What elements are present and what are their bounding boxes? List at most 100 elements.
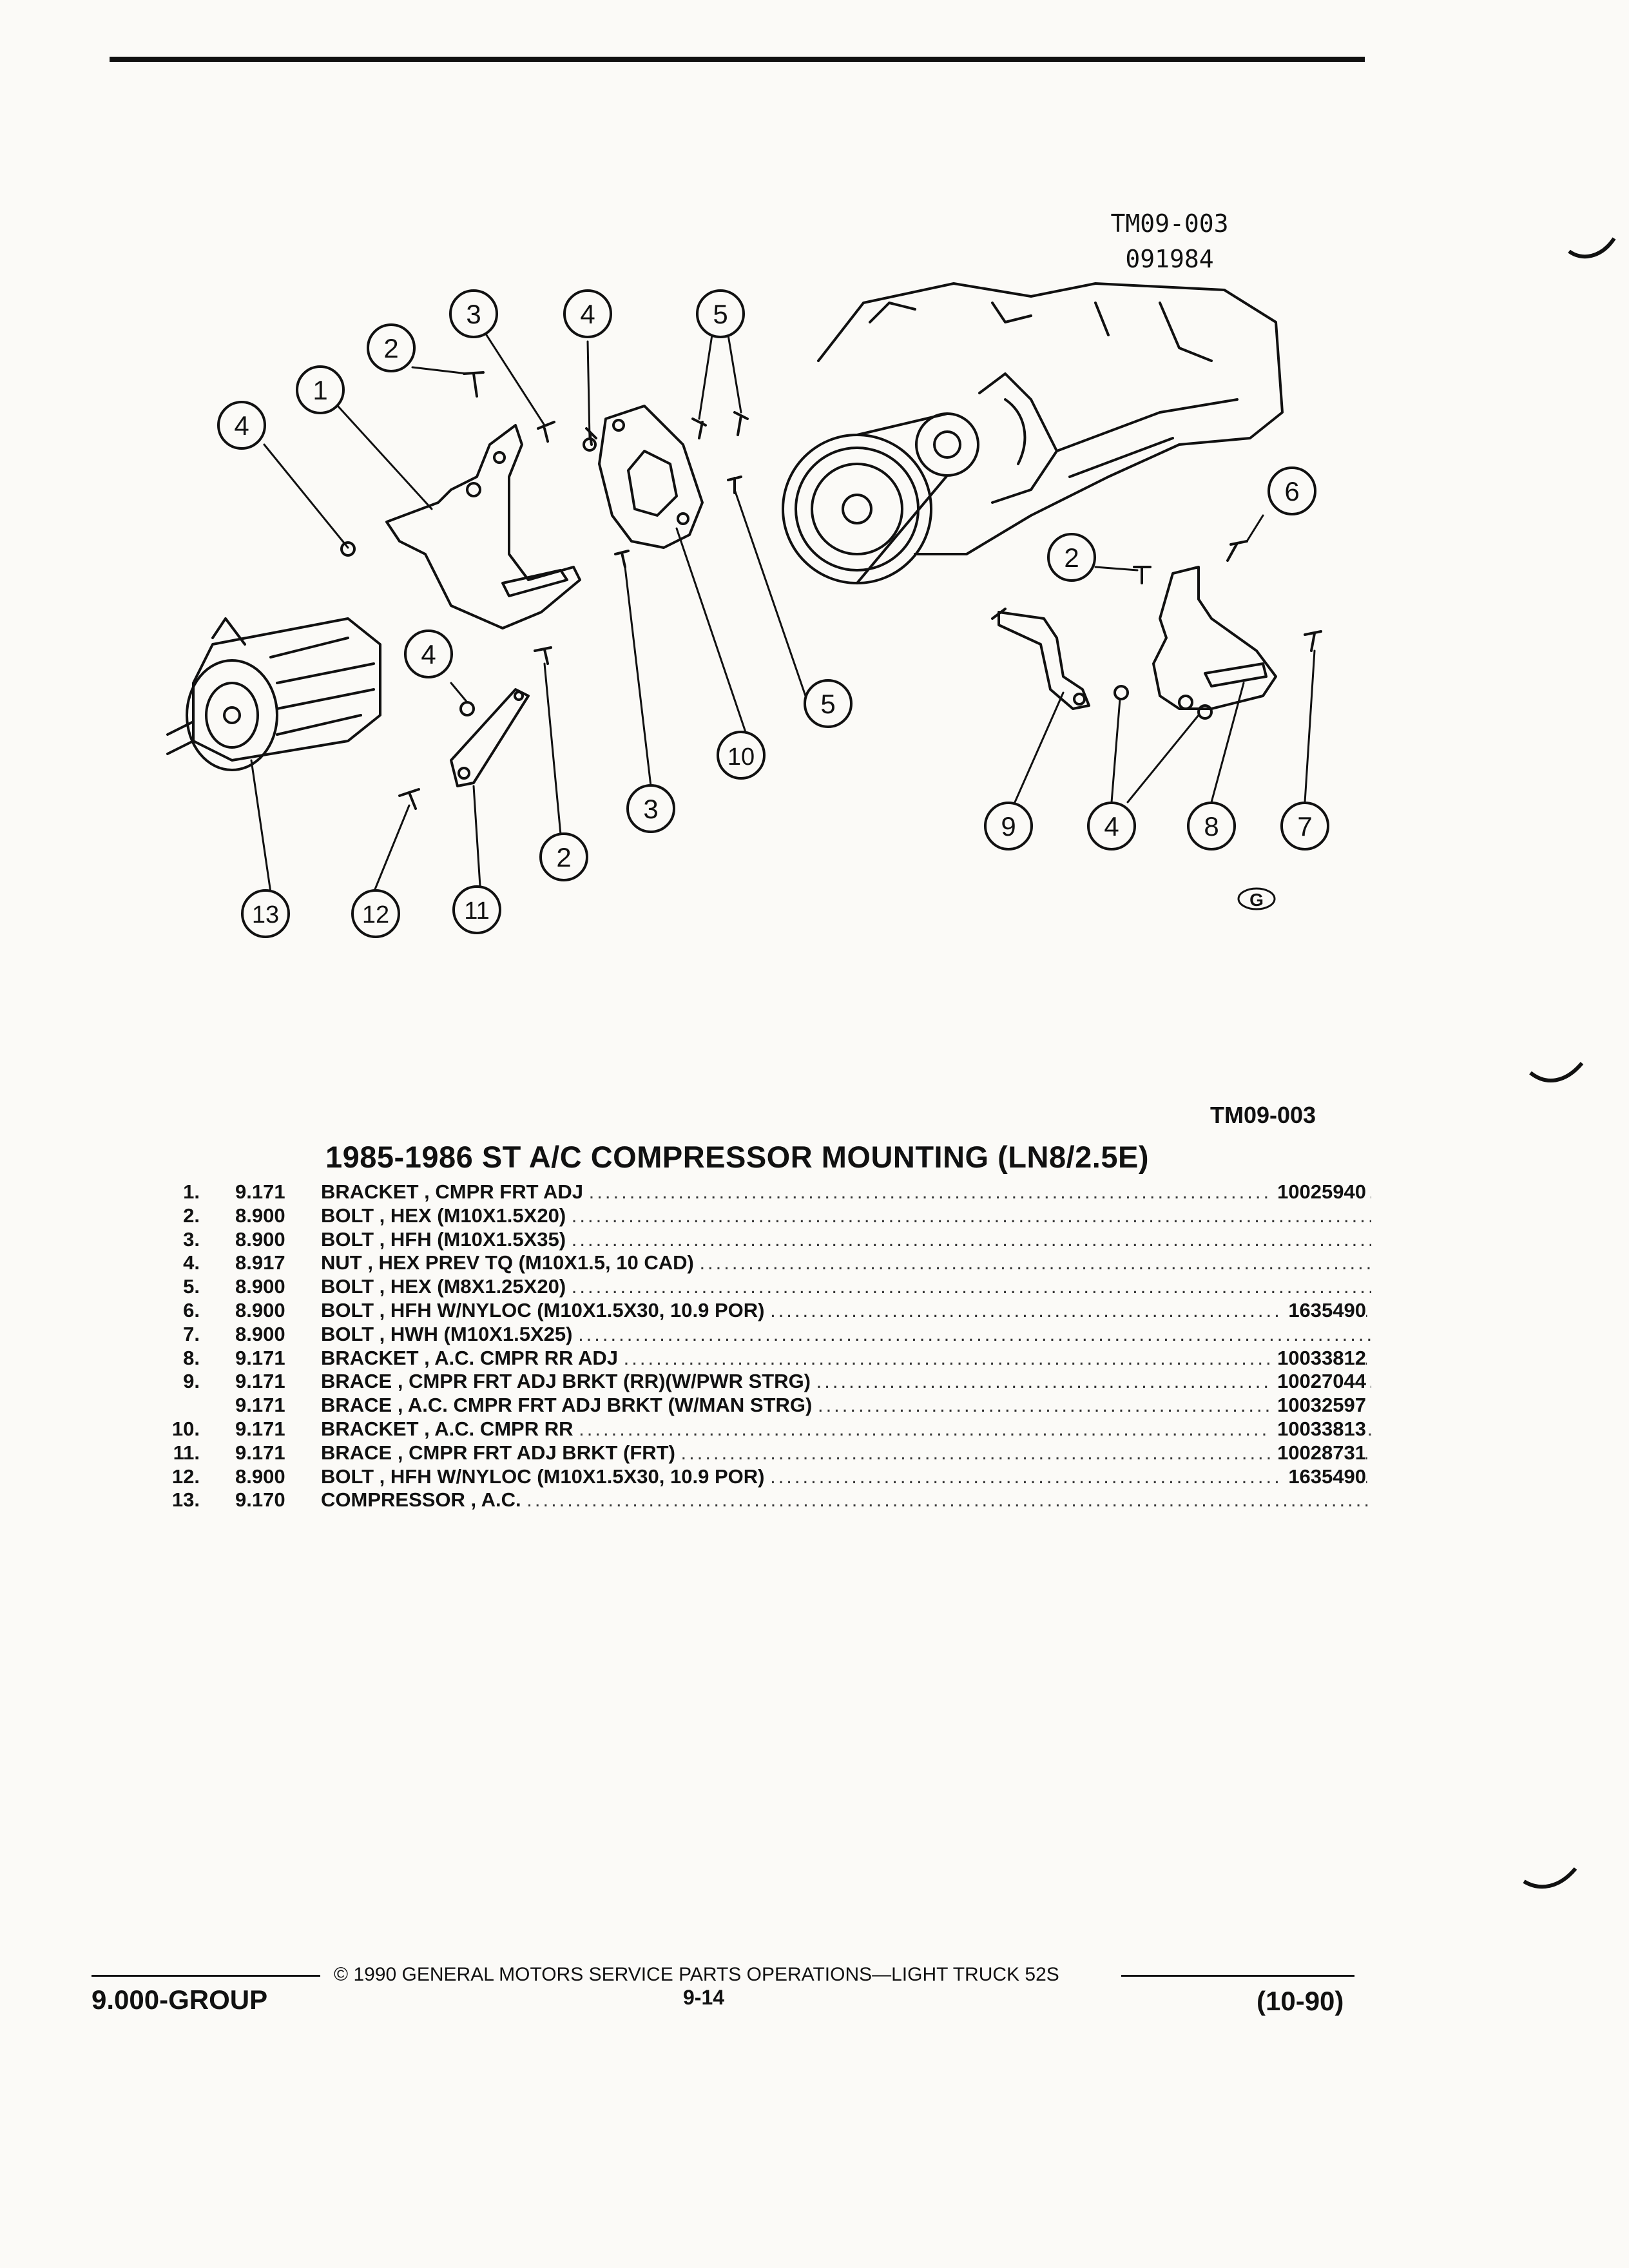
section-title: 1985-1986 ST A/C COMPRESSOR MOUNTING (LN… (325, 1140, 1149, 1174)
group-number: 9.170 (235, 1488, 285, 1512)
group-number: 9.171 (235, 1180, 285, 1203)
part-number: 10028731 (1271, 1441, 1366, 1465)
part-description: COMPRESSOR , A.C. (321, 1488, 521, 1512)
footer-page-number: 9-14 (683, 1986, 725, 2009)
callout-2-b: 2 (1047, 533, 1096, 582)
part-description: BOLT , HFH W/NYLOC (M10X1.5X30, 10.9 POR… (321, 1298, 765, 1321)
item-number: 9. (183, 1370, 200, 1393)
part-description: BRACKET , A.C. CMPR RR ADJ (321, 1346, 618, 1369)
callout-4-d: 4 (1087, 802, 1136, 850)
group-number: 9.171 (235, 1441, 285, 1464)
part-description: BOLT , HWH (M10X1.5X25) (321, 1322, 573, 1345)
svg-text:7: 7 (1297, 811, 1312, 841)
callout-6: 6 (1268, 466, 1316, 515)
svg-text:6: 6 (1284, 476, 1299, 506)
item-number: 13. (171, 1488, 200, 1512)
figure-id: TM09-003 (1110, 209, 1229, 238)
parts-row: 6. 8.900 BOLT , HFH W/NYLOC (M10X1.5X30, 1… (155, 1298, 1371, 1323)
leader-lines (250, 334, 1316, 894)
group-number: 9.171 (235, 1370, 285, 1393)
svg-text:4: 4 (1104, 811, 1119, 841)
bracket-8-shape (1152, 566, 1277, 710)
group-number: 8.900 (235, 1227, 285, 1251)
part-number: 10025940 (1271, 1180, 1366, 1204)
svg-text:5: 5 (713, 299, 728, 329)
part-description: BRACE , CMPR FRT ADJ BRKT (RR)(W/PWR STR… (321, 1370, 811, 1393)
item-number: 7. (183, 1322, 200, 1345)
item-number: 6. (183, 1298, 200, 1321)
group-number: 8.900 (235, 1298, 285, 1321)
brace-11-shape (450, 688, 530, 787)
callout-4-c: 4 (404, 629, 453, 678)
svg-text:13: 13 (252, 901, 279, 928)
callout-4-b: 4 (563, 289, 612, 338)
callout-1: 1 (296, 365, 345, 414)
svg-text:2: 2 (556, 842, 571, 872)
bracket-1-shape (385, 424, 581, 629)
footer-date: (10-90) (1257, 1986, 1344, 2016)
footer-group: 9.000-GROUP (92, 1984, 268, 2015)
item-number: 12. (171, 1465, 200, 1488)
svg-text:3: 3 (466, 299, 481, 329)
svg-text:11: 11 (464, 898, 489, 925)
exploded-parts-diagram: 1 2 2 2 3 3 4 4 4 4 5 5 6 7 8 9 10 11 12… (166, 282, 1329, 938)
binder-mark-middle (1529, 1062, 1584, 1082)
callout-2-a: 2 (367, 323, 416, 372)
callout-5-a: 5 (696, 289, 745, 338)
part-description: BRACE , CMPR FRT ADJ BRKT (FRT) (321, 1441, 675, 1464)
svg-text:12: 12 (362, 901, 389, 928)
figure-date-code: 091984 (1125, 245, 1214, 273)
item-number: 1. (183, 1180, 200, 1203)
callout-4-a: 4 (217, 401, 266, 450)
footer-rule-left (92, 1975, 320, 1977)
footer-copyright: © 1990 GENERAL MOTORS SERVICE PARTS OPER… (334, 1964, 1059, 1985)
compressor-13-shape (166, 617, 381, 771)
engine-illustration (782, 282, 1284, 584)
svg-text:4: 4 (234, 410, 249, 441)
part-description: BOLT , HFH (M10X1.5X35) (321, 1227, 566, 1251)
binder-mark-top (1568, 237, 1616, 259)
callout-13: 13 (241, 889, 290, 938)
item-number: 5. (183, 1275, 200, 1298)
callout-5-b: 5 (804, 679, 853, 728)
part-description: NUT , HEX PREV TQ (M10X1.5, 10 CAD) (321, 1251, 694, 1274)
binder-mark-bottom (1523, 1867, 1577, 1889)
callout-11: 11 (452, 885, 501, 934)
svg-text:G: G (1249, 890, 1264, 910)
part-description: BRACKET , A.C. CMPR RR (321, 1417, 574, 1440)
callout-9: 9 (984, 802, 1033, 850)
g-mark: G (1237, 887, 1276, 910)
figure-reference: TM09-003 (1210, 1102, 1316, 1128)
part-number: 10033812 (1271, 1346, 1366, 1370)
footer-rule-right (1121, 1975, 1354, 1977)
group-number: 8.900 (235, 1204, 285, 1227)
part-description: BOLT , HFH W/NYLOC (M10X1.5X30, 10.9 POR… (321, 1465, 765, 1488)
svg-text:4: 4 (421, 639, 436, 669)
group-number: 9.171 (235, 1417, 285, 1440)
part-number: 10027044 (1271, 1370, 1366, 1394)
part-number: 1635490 (1282, 1298, 1366, 1322)
part-description: BOLT , HEX (M8X1.25X20) (321, 1275, 566, 1298)
callout-10: 10 (717, 731, 766, 780)
svg-text:3: 3 (643, 794, 658, 824)
brace-9-shape (998, 611, 1090, 710)
part-description: BRACE , A.C. CMPR FRT ADJ BRKT (W/MAN ST… (321, 1394, 813, 1417)
callout-12: 12 (351, 889, 400, 938)
item-number: 8. (183, 1346, 200, 1369)
svg-text:2: 2 (383, 333, 398, 363)
svg-text:4: 4 (580, 299, 595, 329)
item-number: 11. (173, 1441, 200, 1464)
fasteners (340, 371, 1322, 810)
svg-text:2: 2 (1064, 543, 1079, 573)
svg-text:1: 1 (313, 375, 327, 405)
callout-8: 8 (1187, 802, 1236, 850)
